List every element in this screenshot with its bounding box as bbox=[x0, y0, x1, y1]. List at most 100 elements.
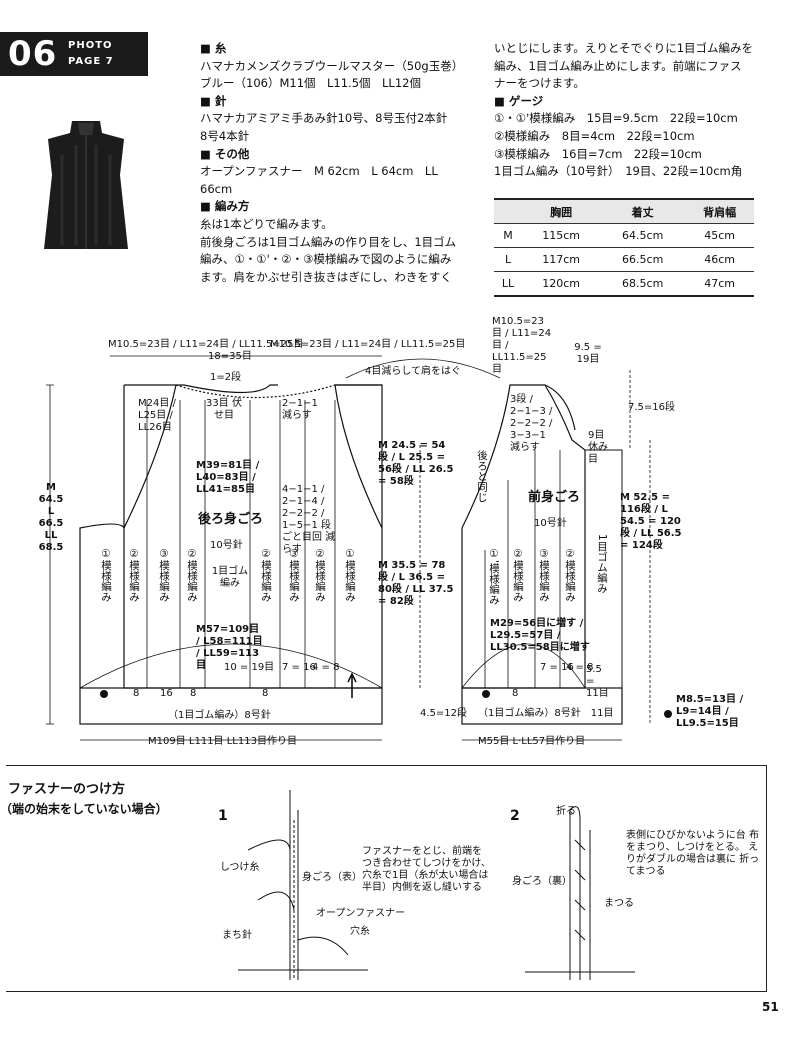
header-cell bbox=[494, 198, 523, 224]
size-table: 胸囲 着丈 背肩幅 M 115cm 64.5cm 45cm L 117cm 66… bbox=[494, 198, 754, 297]
front-stitch-count: 4 = 8 bbox=[566, 662, 594, 673]
front-edge-count: M8.5=13目 / L9=14目 / LL9.5=15目 bbox=[676, 694, 744, 729]
text-line: 1目ゴム編み（10号針） 19目、22段=10cm角 bbox=[494, 164, 743, 179]
back-stitch-count: 4 = 8 bbox=[312, 662, 340, 673]
front-neck-decrease: 3段 / 2−1−3 / 2−2−2 / 3−3−1 減らす bbox=[510, 394, 553, 453]
text-line: ハマナカアミアミ手あみ針10号、8号玉付2本針 bbox=[200, 111, 448, 126]
text-line: ナーをつけます。 bbox=[494, 76, 585, 91]
table-cell: 64.5cm bbox=[600, 223, 686, 248]
front-rib-vertical: 1目ゴム編み bbox=[596, 534, 608, 594]
zipper-step-2-number: 2 bbox=[510, 808, 520, 824]
size-cell: L bbox=[494, 247, 523, 272]
table-cell: 45cm bbox=[685, 223, 754, 248]
zipper-title: ファスナーのつけ方 bbox=[8, 782, 126, 797]
step2-label-fold: 折る bbox=[556, 806, 576, 817]
text-line: 前後身ごろは1目ゴム編みの作り目をし、1目ゴム bbox=[200, 234, 457, 249]
zipper-step-2-illustration bbox=[525, 806, 635, 980]
table-row: LL 120cm 68.5cm 47cm bbox=[494, 271, 754, 297]
text-line: ②模様編み 8目=4cm 22段=10cm bbox=[494, 128, 695, 143]
table-cell: 120cm bbox=[522, 271, 601, 297]
back-length: M 64.5 L 66.5 LL 68.5 bbox=[38, 482, 64, 553]
table-cell: 66.5cm bbox=[600, 247, 686, 272]
text-line: 8号4本針 bbox=[200, 128, 250, 143]
vest-photo bbox=[44, 121, 128, 249]
table-cell: 117cm bbox=[522, 247, 601, 272]
step1-label-thread: 穴糸 bbox=[350, 926, 370, 937]
step2-label-body: 身ごろ（裏） bbox=[512, 876, 572, 887]
text-line: オープンファスナー M 62cm L 64cm LL bbox=[200, 164, 438, 179]
zipper-step-1-text: ファスナーをとじ、前端を つき合わせてしつけをかけ、 穴糸で1目（糸が太い場合は… bbox=[362, 846, 491, 893]
back-neck-width: 18=35目 bbox=[208, 351, 252, 362]
back-pattern-2-left: ②模様編み bbox=[128, 548, 140, 602]
front-shoulder-count: M10.5=23目 / L11=24目 / LL11.5=25目 bbox=[492, 316, 552, 375]
front-pattern-3: ③模様編み bbox=[538, 548, 550, 602]
table-row: L 117cm 66.5cm 46cm bbox=[494, 247, 754, 272]
section-heading: ■ 針 bbox=[200, 93, 227, 108]
back-stitch-count: 16 bbox=[160, 688, 173, 699]
back-mid-count: M39=81目 / L40=83目 / LL41=85目 bbox=[196, 460, 260, 495]
front-cast-on: M55目 L·LL57目作り目 bbox=[478, 736, 586, 747]
back-title: 後ろ身ごろ bbox=[198, 512, 264, 527]
header-cell: 着丈 bbox=[600, 198, 686, 224]
section-heading: ■ その他 bbox=[200, 146, 250, 161]
front-length-rows: M 52.5 = 116段 / L 54.5 = 120段 / LL 56.5 … bbox=[620, 492, 682, 551]
front-needle: 10号針 bbox=[534, 518, 567, 529]
zipper-step-1-number: 1 bbox=[218, 808, 228, 824]
text-line: 糸は1本どりで編みます。 bbox=[200, 216, 333, 231]
table-row: M 115cm 64.5cm 45cm bbox=[494, 223, 754, 248]
back-cast-on: M109目 L111目 LL113目作り目 bbox=[148, 736, 297, 747]
front-rib-label: （1目ゴム編み）8号針 11目 bbox=[478, 708, 614, 719]
text-line: 編み、1目ゴム編み止めにします。前端にファス bbox=[494, 58, 742, 73]
section-heading: ■ 糸 bbox=[200, 41, 227, 55]
same-as-back-note: 後ろと同じ bbox=[476, 450, 488, 503]
step1-label-basting: しつけ糸 bbox=[220, 862, 260, 873]
table-cell: 68.5cm bbox=[600, 271, 686, 297]
table-cell: 46cm bbox=[685, 247, 754, 272]
back-stitch-count: 8 bbox=[262, 688, 269, 699]
back-pattern-2-right-inner: ②模様編み bbox=[260, 548, 272, 602]
back-stitch-count: 7 = 16 bbox=[282, 662, 316, 673]
back-stitch-count: 8 bbox=[190, 688, 197, 699]
header-cell: 背肩幅 bbox=[685, 198, 754, 224]
text-line: 編み、①・①'・②・③模様編みで図のように編み bbox=[200, 252, 452, 267]
zipper-step-2-text: 表側にひびかないように台 布をまつり、しつけをとる。 えりがダブルの場合は裏に … bbox=[626, 830, 760, 877]
header-cell: 胸囲 bbox=[522, 198, 601, 224]
zipper-subtitle: （端の始末をしていない場合） bbox=[0, 802, 168, 816]
back-pattern-1-left: ①模様編み bbox=[100, 548, 112, 602]
badge-page-label: PAGE 7 bbox=[68, 56, 114, 67]
text-line: ③模様編み 16目=7cm 22段=10cm bbox=[494, 146, 702, 161]
shoulder-join-note: 4目減らして肩をはぐ bbox=[365, 366, 462, 377]
zipper-howto-box bbox=[6, 765, 767, 992]
zipper-step-1-illustration bbox=[238, 790, 368, 980]
front-body-outline bbox=[461, 384, 586, 689]
page-number: 51 bbox=[762, 1000, 779, 1014]
size-cell: LL bbox=[494, 271, 523, 297]
text-line: 66cm bbox=[200, 181, 233, 196]
schematic-diagram bbox=[46, 355, 672, 741]
text-line: いとじにします。えりとそでぐりに1目ゴム編みを bbox=[494, 41, 754, 55]
section-heading: ■ ゲージ bbox=[494, 93, 544, 108]
back-shoulder-count-right: M10.5=23目 / L11=24目 / LL11.5=25目 bbox=[270, 339, 466, 350]
front-rib-rows: 4.5=12段 bbox=[420, 708, 468, 719]
back-stitch-count: 8 bbox=[133, 688, 140, 699]
back-pattern-3-right: ③模様編み bbox=[288, 548, 300, 602]
front-pattern-2: ②模様編み bbox=[512, 548, 524, 602]
front-armhole-rows: M 24.5 = 54段 / L 25.5 = 56段 / LL 26.5 = … bbox=[378, 440, 454, 487]
front-neck-depth: 7.5=16段 bbox=[628, 402, 676, 413]
back-rib-band bbox=[79, 687, 383, 725]
materials-column: ■ 糸ハマナカメンズクラブウールマスター（50g玉巻）ブルー（106）M11個 … bbox=[200, 40, 480, 286]
table-cell: 47cm bbox=[685, 271, 754, 297]
instructions-column: いとじにします。えりとそでぐりに1目ゴム編みを編み、1目ゴム編み止めにします。前… bbox=[494, 40, 794, 181]
front-neck-width: 9.5 = 19目 bbox=[574, 342, 602, 365]
front-side-rows: M 35.5 = 78段 / L 36.5 = 80段 / LL 37.5 = … bbox=[378, 560, 454, 607]
back-pattern-3-left: ③模様編み bbox=[158, 548, 170, 602]
back-shoulder-count-left: M10.5=23目 / L11=24目 / LL11.5=25目 bbox=[108, 339, 304, 350]
text-line: ます。肩をかぶせ引き抜きはぎにし、わきをすく bbox=[200, 269, 452, 284]
section-heading: ■ 編み方 bbox=[200, 199, 250, 214]
back-bottom-count: M57=109目 / L58=111目 / LL59=113目 bbox=[196, 624, 263, 671]
front-pattern-1dash: ①'模様編み bbox=[488, 548, 500, 605]
back-armhole-decrease: 4−1−1 / 2−1−4 / 2−2−2 / 1−5−1 段ごと目回 減らす bbox=[282, 484, 336, 555]
text-line: ハマナカメンズクラブウールマスター（50g玉巻） bbox=[200, 58, 464, 73]
back-neck-decrease: 2−1−1 減らす bbox=[282, 398, 318, 421]
table-cell: 115cm bbox=[522, 223, 601, 248]
